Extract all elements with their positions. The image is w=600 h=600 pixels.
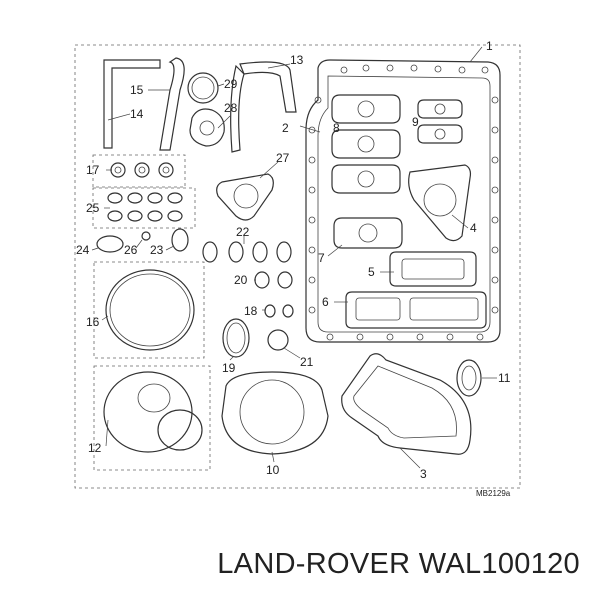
part-number-caption: LAND-ROVER WAL100120	[217, 548, 580, 580]
callout-7: 7	[318, 251, 325, 265]
gasket-7	[333, 217, 403, 249]
seals-18	[264, 304, 294, 318]
callout-16: 16	[86, 315, 100, 329]
callout-28: 28	[224, 101, 238, 115]
callout-14: 14	[130, 107, 144, 121]
callout-4: 4	[470, 221, 477, 235]
ring-16	[93, 261, 205, 359]
gasket-28	[189, 108, 225, 147]
callout-22: 22	[236, 225, 250, 239]
callout-11: 11	[498, 371, 511, 385]
parts-diagram: 1 2 3 4 5 6 7 8 9 10 11 12 13 14 15 16 1…	[74, 39, 521, 498]
callout-8: 8	[333, 121, 340, 135]
gasket-6	[345, 291, 487, 329]
gasket-9	[417, 99, 463, 144]
callout-1: 1	[486, 39, 493, 53]
callout-5: 5	[368, 265, 375, 279]
sump-bolt-holes	[308, 64, 499, 341]
callout-12: 12	[88, 441, 102, 455]
seals-20	[254, 271, 293, 289]
gasket-8	[331, 94, 401, 194]
o-ring-24	[96, 235, 124, 253]
o-rings-25	[92, 187, 196, 229]
callout-numbers: 1 2 3 4 5 6 7 8 9 10 11 12 13 14 15 16 1…	[76, 39, 511, 498]
seals-17	[92, 154, 186, 188]
callout-18: 18	[244, 304, 258, 318]
callout-6: 6	[322, 295, 329, 309]
callout-17: 17	[86, 163, 100, 177]
o-ring-26	[141, 231, 151, 241]
callout-21: 21	[300, 355, 314, 369]
callout-20: 20	[234, 273, 248, 287]
callout-23: 23	[150, 243, 164, 257]
gasket-4	[408, 164, 472, 242]
hose-13	[230, 61, 297, 153]
callout-27: 27	[276, 151, 290, 165]
o-ring-23	[171, 228, 189, 252]
callout-2: 2	[282, 121, 289, 135]
hose-15	[159, 57, 185, 151]
gasket-27	[216, 173, 274, 221]
leader-lines	[91, 46, 497, 469]
lip-seal-11	[456, 359, 482, 397]
figure-code: MB2129a	[476, 489, 511, 498]
callout-10: 10	[266, 463, 280, 477]
callout-15: 15	[130, 83, 144, 97]
callout-9: 9	[412, 115, 419, 129]
callout-19: 19	[222, 361, 236, 375]
callout-26: 26	[124, 243, 138, 257]
outer-frame	[74, 44, 521, 489]
seals-22	[202, 241, 292, 263]
gasket-5	[389, 251, 477, 287]
o-ring-21	[267, 329, 289, 351]
callout-25: 25	[86, 201, 100, 215]
hose-14	[103, 59, 161, 149]
callout-24: 24	[76, 243, 90, 257]
seal-housing-10	[221, 371, 329, 455]
callout-3: 3	[420, 467, 427, 481]
rings-12	[93, 365, 211, 471]
front-cover-gasket-3	[341, 353, 472, 455]
callout-29: 29	[224, 77, 238, 91]
sump-gasket	[305, 59, 501, 343]
callout-13: 13	[290, 53, 304, 67]
o-ring-29	[187, 72, 219, 104]
o-ring-19	[222, 318, 250, 358]
